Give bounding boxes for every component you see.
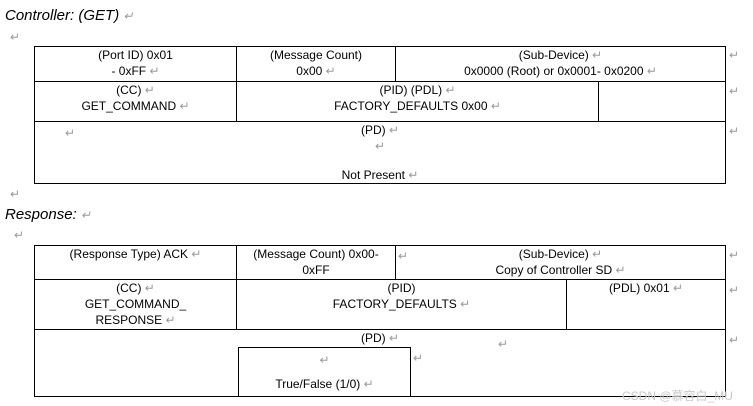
paragraph-mark: ↵ [413,351,424,365]
message-count-cell: (Message Count) 0x00 ↵ [236,46,396,82]
pd-cell: ↵ (PD) ↵ ↵ Not Present ↵ [33,121,727,184]
paragraph-mark: ↵ [14,228,25,242]
message-count-cell: (Message Count) 0x00- 0xFF [236,245,396,280]
paragraph-mark: ↵ [10,187,21,201]
empty-cell [597,81,727,122]
paragraph-mark: ↵ [10,30,21,44]
pd-cell: (PD) ↵ ↵ [34,329,726,397]
pid-cell: (PID) FACTORY_DEFAULTS ↵ [236,279,567,330]
response-table: (Response Type) ACK ↵ (Message Count) 0x… [34,245,726,397]
pid-pdl-cell: (PID) (PDL) ↵ FACTORY_DEFAULTS 0x00 ↵ [236,81,599,122]
row-end-mark: ↵ [729,48,740,62]
pdl-cell: (PDL) 0x01 ↵ [566,279,726,330]
controller-title: Controller: (GET) ↵ [5,7,134,24]
row-end-mark: ↵ [729,283,740,297]
sub-device-cell: (Sub-Device) ↵ 0x0000 (Root) or 0x0001- … [394,46,727,82]
cc-cell: (CC) ↵ GET_COMMAND ↵ [34,81,237,122]
pd-value-box: ↵ True/False (1/0) ↵ [238,347,411,397]
cc-cell: (CC) ↵ GET_COMMAND_ RESPONSE ↵ [34,279,237,330]
row-end-mark: ↵ [729,248,740,262]
controller-table: (Port ID) 0x01 - 0xFF ↵ (Message Count) … [33,46,727,184]
sub-device-cell: ↵ (Sub-Device) ↵ Copy of Controller SD ↵ [395,245,726,280]
port-id-cell: (Port ID) 0x01 - 0xFF ↵ [34,46,237,82]
row-end-mark: ↵ [729,84,740,98]
row-end-mark: ↵ [729,124,740,138]
response-type-cell: (Response Type) ACK ↵ [34,245,237,280]
response-title: Response: ↵ [5,206,91,223]
row-end-mark: ↵ [729,333,740,347]
watermark: CSDN @慕容白_MU [622,389,733,403]
